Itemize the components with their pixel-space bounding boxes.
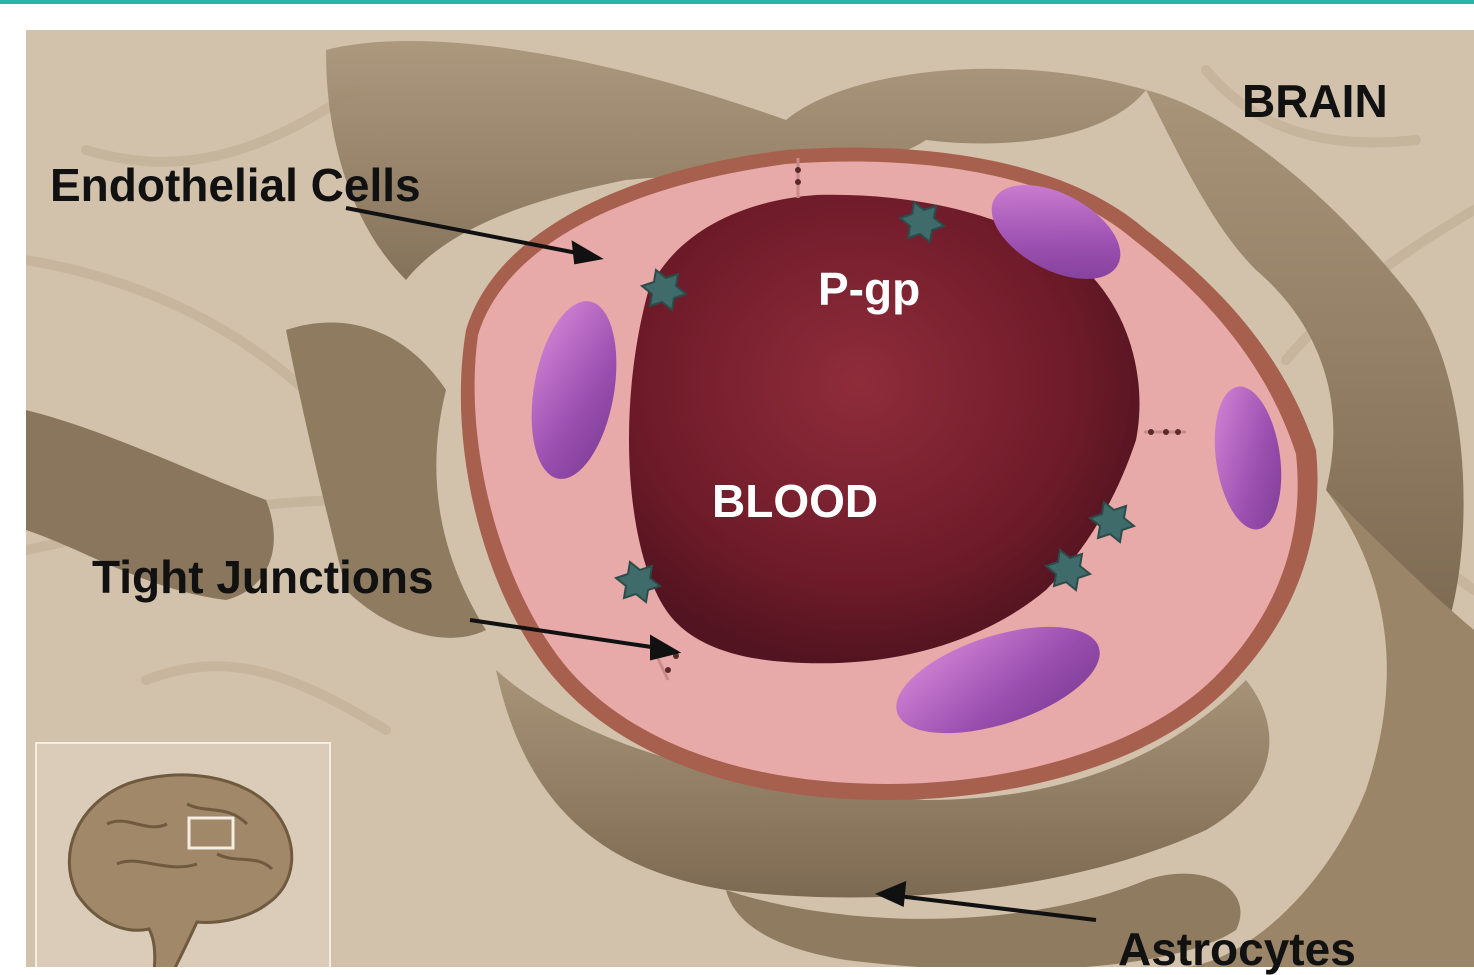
brain-icon [37,744,329,967]
label-blood: BLOOD [712,478,878,524]
top-accent-rule [0,0,1474,4]
label-brain: BRAIN [1242,78,1388,124]
label-endothelial-cells: Endothelial Cells [50,162,421,208]
brain-location-inset [35,742,331,967]
label-pgp: P-gp [818,266,920,312]
label-astrocytes: Astrocytes [1118,926,1356,972]
label-tight-junctions: Tight Junctions [92,554,434,600]
